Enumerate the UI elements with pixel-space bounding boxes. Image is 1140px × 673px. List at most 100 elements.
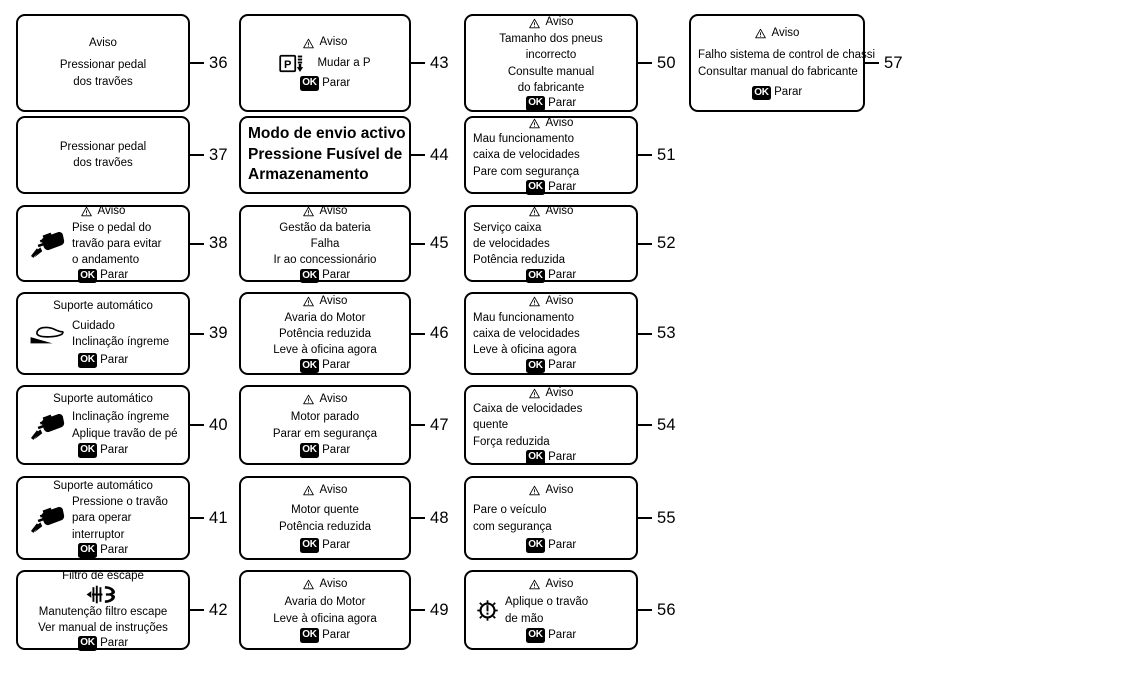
ok-button-badge[interactable]: OK [299, 628, 320, 643]
ok-button-badge[interactable]: OK [77, 543, 98, 558]
ok-button-badge[interactable]: OK [77, 443, 98, 458]
ok-action-label: Parar [548, 359, 577, 371]
ok-button-badge[interactable]: OK [299, 76, 320, 91]
ok-button-badge[interactable]: OK [299, 538, 320, 553]
warning-triangle-icon [302, 580, 314, 590]
message-line: Pressione o travão [72, 496, 168, 509]
message-line: Consultar manual do fabricante [698, 65, 858, 78]
ok-button-badge[interactable]: OK [77, 353, 98, 368]
ok-button-badge[interactable]: OK [525, 96, 546, 111]
ok-button-badge[interactable]: OK [525, 358, 546, 373]
ok-button-badge[interactable]: OK [751, 85, 772, 101]
panel-header-56: Aviso [473, 577, 629, 593]
message-line: de mão [505, 612, 544, 625]
ok-button-badge[interactable]: OK [299, 268, 320, 283]
message-line: Serviço caixa [473, 221, 542, 234]
panel-header-label: Suporte automático [53, 300, 153, 313]
ok-button-badge[interactable]: OK [525, 628, 546, 643]
message-line: Consulte manual [507, 65, 595, 78]
ok-button-badge[interactable]: OK [77, 268, 98, 283]
warning-panel-42[interactable]: Filtro de escape Manutenção filtro escap… [16, 570, 190, 651]
ok-button-badge[interactable]: OK [525, 268, 546, 283]
panel-header-51: Aviso [473, 116, 629, 132]
ok-button-badge[interactable]: OK [525, 450, 546, 465]
reference-number-42: 42 [209, 600, 228, 619]
ok-button-badge[interactable]: OK [525, 180, 546, 195]
panel-header-label: Aviso [319, 36, 348, 49]
message-line: o andamento [72, 254, 140, 267]
message-line: Aplique travão de pé [72, 427, 178, 440]
message-line: dos travões [73, 157, 133, 169]
exhaust-filter-icon [86, 585, 115, 603]
ok-action-label: Parar [322, 443, 351, 456]
ok-button-badge[interactable]: OK [299, 358, 320, 373]
ok-button-badge[interactable]: OK [77, 636, 98, 651]
panel-header-label: Suporte automático [53, 479, 153, 492]
panel-header-label: Aviso [89, 36, 117, 49]
message-line: Ver manual de instruções [38, 622, 168, 635]
leader-line-41 [190, 517, 204, 519]
panel-header-43: Aviso [248, 35, 402, 51]
message-line: travão para evitar [72, 237, 162, 250]
leader-line-38 [190, 242, 204, 245]
message-line: Falha [310, 237, 340, 250]
ok-button-badge[interactable]: OK [525, 538, 546, 553]
warning-triangle-icon [302, 395, 314, 405]
leader-line-55 [638, 517, 652, 519]
warning-triangle-icon [302, 207, 314, 217]
message-line: Pressionar pedal [59, 59, 147, 72]
ok-button-badge[interactable]: OK [299, 443, 320, 458]
panel-header-50: Aviso [473, 15, 629, 31]
